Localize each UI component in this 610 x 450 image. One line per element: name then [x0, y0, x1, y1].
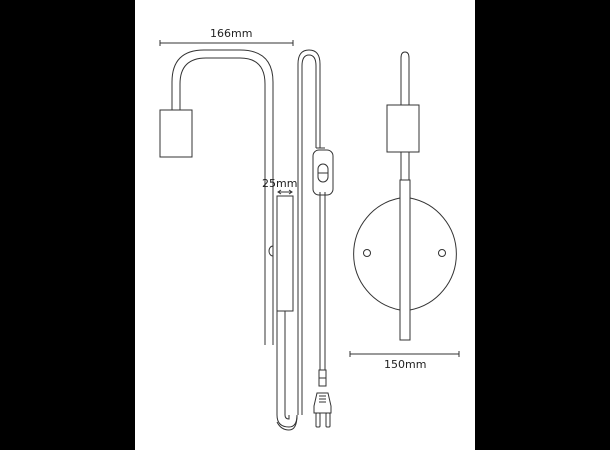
plug — [313, 369, 332, 428]
technical-drawing — [159, 40, 460, 431]
side-view-backplate — [276, 195, 294, 312]
drawing-canvas: 166mm 25mm 150mm — [135, 0, 475, 450]
side-view-socket — [159, 109, 193, 158]
dimension-line-diameter — [349, 351, 460, 357]
side-view-arm — [171, 49, 274, 345]
dimension-label-diameter: 150mm — [384, 358, 427, 371]
dimension-line-width — [159, 40, 294, 46]
dimension-label-depth: 25mm — [262, 177, 298, 190]
side-view-screw — [268, 245, 274, 257]
dimension-label-width: 166mm — [210, 27, 253, 40]
front-view-backplate — [353, 179, 457, 341]
screw-hole-left — [363, 249, 371, 257]
inline-switch — [312, 149, 334, 196]
screw-hole-right — [438, 249, 446, 257]
dimension-line-depth — [277, 189, 293, 195]
power-cord — [276, 49, 326, 431]
front-view-socket — [386, 104, 420, 153]
front-view-rod — [386, 51, 420, 196]
